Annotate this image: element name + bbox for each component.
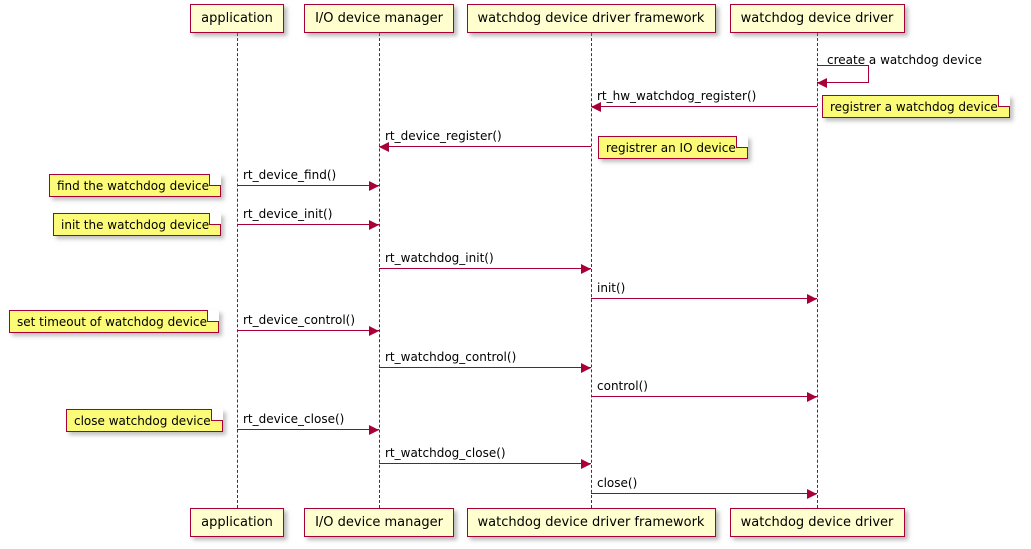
note-find-watchdog-device[interactable]: find the watchdog device (49, 174, 221, 197)
message-label: rt_device_find() (243, 168, 337, 182)
note-fold-corner-icon (209, 213, 221, 225)
arrow-head-right-icon (581, 264, 591, 274)
lifeline-application (237, 33, 238, 508)
participant-watchdog-framework-bottom[interactable]: watchdog device driver framework (466, 508, 716, 537)
participant-application-top[interactable]: application (190, 4, 284, 33)
message-line (591, 298, 817, 299)
message-label: rt_watchdog_init() (385, 251, 494, 265)
note-fold-corner-icon (209, 174, 221, 186)
participant-watchdog-driver-bottom[interactable]: watchdog device driver (729, 508, 905, 537)
message-label: close() (597, 476, 638, 490)
note-label: set timeout of watchdog device (17, 314, 207, 329)
arrow-head-right-icon (369, 220, 379, 230)
participant-io-device-manager-bottom[interactable]: I/O device manager (304, 508, 454, 537)
note-fold-corner-icon (207, 310, 219, 322)
message-label: rt_hw_watchdog_register() (597, 89, 757, 103)
message-line (237, 429, 379, 430)
participant-label: I/O device manager (315, 11, 443, 26)
arrow-head-right-icon (807, 392, 817, 402)
arrow-head-right-icon (807, 294, 817, 304)
note-fold-corner-icon (211, 409, 223, 421)
participant-label: watchdog device driver (740, 11, 894, 26)
message-line (591, 396, 817, 397)
message-label: create a watchdog device (827, 53, 982, 67)
message-line (591, 106, 817, 107)
participant-watchdog-framework-top[interactable]: watchdog device driver framework (466, 4, 716, 33)
message-line (591, 493, 817, 494)
message-label: rt_watchdog_control() (385, 350, 517, 364)
arrow-head-left-icon (379, 142, 389, 152)
message-label: rt_watchdog_close() (385, 446, 506, 460)
message-line (237, 224, 379, 225)
message-line (379, 268, 591, 269)
arrow-head-left-icon (817, 78, 827, 88)
arrow-head-left-icon (591, 102, 601, 112)
participant-label: watchdog device driver (740, 515, 894, 530)
participant-label: watchdog device driver framework (477, 515, 705, 530)
participant-watchdog-driver-top[interactable]: watchdog device driver (729, 4, 905, 33)
message-label: rt_device_register() (385, 129, 502, 143)
message-label: rt_device_init() (243, 207, 333, 221)
message-line (379, 146, 591, 147)
arrow-head-right-icon (369, 425, 379, 435)
lifeline-io-device-manager (379, 33, 380, 508)
arrow-head-right-icon (581, 459, 591, 469)
note-registrer-watchdog-device[interactable]: registrer a watchdog device (822, 95, 1010, 118)
message-label: control() (597, 379, 648, 393)
note-label: close watchdog device (74, 413, 211, 428)
participant-application-bottom[interactable]: application (190, 508, 284, 537)
message-label: init() (597, 281, 626, 295)
note-label: registrer a watchdog device (830, 99, 998, 114)
message-line (379, 463, 591, 464)
note-set-timeout[interactable]: set timeout of watchdog device (9, 310, 219, 333)
message-label: rt_device_control() (243, 313, 356, 327)
self-message-loop (817, 65, 869, 83)
participant-label: I/O device manager (315, 515, 443, 530)
note-fold-corner-icon (736, 136, 748, 148)
arrow-head-right-icon (369, 326, 379, 336)
arrow-head-right-icon (807, 489, 817, 499)
arrow-head-right-icon (369, 181, 379, 191)
note-close-watchdog-device[interactable]: close watchdog device (66, 409, 223, 432)
lifeline-watchdog-framework (591, 33, 592, 508)
participant-io-device-manager-top[interactable]: I/O device manager (304, 4, 454, 33)
participant-label: application (201, 515, 273, 530)
message-line (379, 367, 591, 368)
message-line (237, 185, 379, 186)
note-label: registrer an IO device (606, 140, 736, 155)
participant-label: watchdog device driver framework (477, 11, 705, 26)
note-label: init the watchdog device (61, 217, 210, 232)
lifeline-watchdog-driver (817, 33, 818, 508)
note-init-watchdog-device[interactable]: init the watchdog device (53, 213, 221, 236)
note-label: find the watchdog device (57, 178, 209, 193)
participant-label: application (201, 11, 273, 26)
message-label: rt_device_close() (243, 412, 345, 426)
note-fold-corner-icon (998, 95, 1010, 107)
arrow-head-right-icon (581, 363, 591, 373)
message-line (237, 330, 379, 331)
note-registrer-io-device[interactable]: registrer an IO device (598, 136, 748, 159)
